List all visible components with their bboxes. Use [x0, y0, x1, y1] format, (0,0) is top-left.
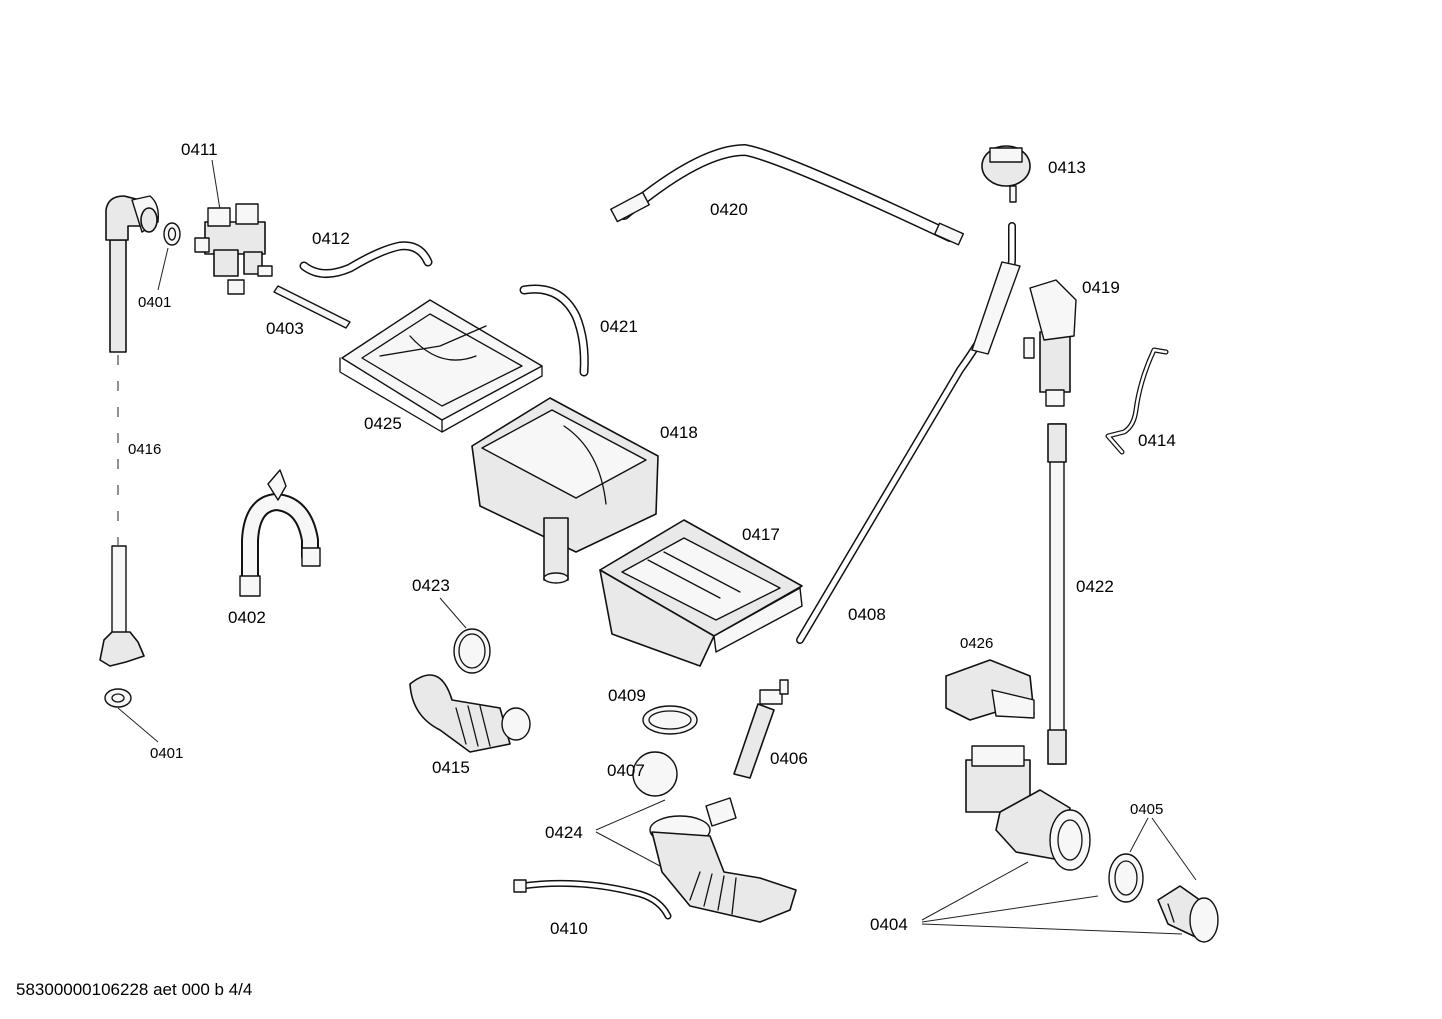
pump-cover: [945, 659, 1035, 721]
label-0419: 0419: [1082, 278, 1120, 297]
label-0404: 0404: [870, 915, 908, 934]
drain-ring: [642, 705, 698, 735]
dispenser-housing: [471, 397, 659, 584]
label-0423: 0423: [412, 576, 450, 595]
drain-pump: [965, 745, 1091, 871]
tray-cover-frame: [339, 299, 543, 433]
long-hose: [610, 144, 965, 246]
u-hose: [239, 469, 321, 597]
label-0409: 0409: [608, 686, 646, 705]
sealing-ring: [453, 628, 491, 674]
label-0418: 0418: [660, 423, 698, 442]
thin-hose: [513, 879, 672, 920]
label-0420: 0420: [710, 200, 748, 219]
label-0426: 0426: [960, 635, 993, 652]
sensor-rod: [733, 679, 789, 779]
label-0417: 0417: [742, 525, 780, 544]
label-0415: 0415: [432, 758, 470, 777]
label-0410: 0410: [550, 919, 588, 938]
washer-top: [163, 222, 181, 246]
pressure-hose: [796, 222, 1021, 644]
inlet-valve: [194, 203, 273, 295]
label-0412: 0412: [312, 229, 350, 248]
inlet-tube-elbow: [105, 195, 160, 353]
label-0405: 0405: [1130, 801, 1163, 818]
label-0424: 0424: [545, 823, 583, 842]
pressure-switch: [981, 145, 1031, 203]
lint-filter: [1157, 885, 1219, 943]
label-0414: 0414: [1138, 431, 1176, 450]
drain-hose-vertical: [1047, 423, 1067, 765]
float-ball: [632, 751, 678, 797]
air-trap: [1023, 279, 1077, 407]
part-labels: 0411 0401 0403 0412 0420 0413 0419 0421 …: [128, 140, 1176, 938]
label-0402: 0402: [228, 608, 266, 627]
label-0403: 0403: [266, 319, 304, 338]
leader-lines: [117, 159, 1197, 935]
label-0401-top: 0401: [138, 294, 171, 311]
sump-hose: [649, 797, 797, 923]
label-0416: 0416: [128, 441, 161, 458]
detergent-drawer: [599, 519, 803, 667]
label-0408: 0408: [848, 605, 886, 624]
label-0406: 0406: [770, 749, 808, 768]
label-0401-bottom: 0401: [150, 745, 183, 762]
inlet-tube-lower: [99, 545, 145, 667]
document-code: 58300000106228 aet 000 b 4/4: [16, 980, 253, 999]
label-0425: 0425: [364, 414, 402, 433]
curved-hose: [519, 284, 589, 377]
bellows-hose: [409, 674, 531, 753]
label-0422: 0422: [1076, 577, 1114, 596]
label-0421: 0421: [600, 317, 638, 336]
washer-bottom: [104, 688, 132, 708]
short-tube: [273, 285, 351, 329]
label-0407: 0407: [607, 761, 645, 780]
label-0413: 0413: [1048, 158, 1086, 177]
label-0411: 0411: [181, 140, 218, 159]
